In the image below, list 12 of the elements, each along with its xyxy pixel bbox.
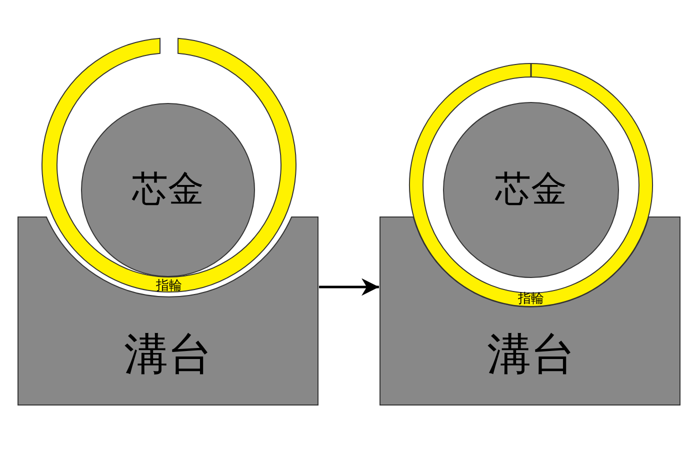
arrow	[319, 278, 379, 296]
groove-block-label: 溝台	[124, 333, 212, 377]
mandrel-label: 芯金	[495, 172, 567, 208]
ring-label: 指輪	[156, 280, 182, 292]
ring-label: 指輪	[518, 292, 544, 306]
mandrel-label: 芯金	[132, 172, 204, 208]
mandrel	[81, 103, 255, 277]
ring	[42, 38, 296, 292]
groove-block	[18, 217, 318, 405]
groove-block-label: 溝台	[487, 333, 575, 377]
ring	[409, 63, 653, 307]
groove-block	[380, 217, 680, 405]
